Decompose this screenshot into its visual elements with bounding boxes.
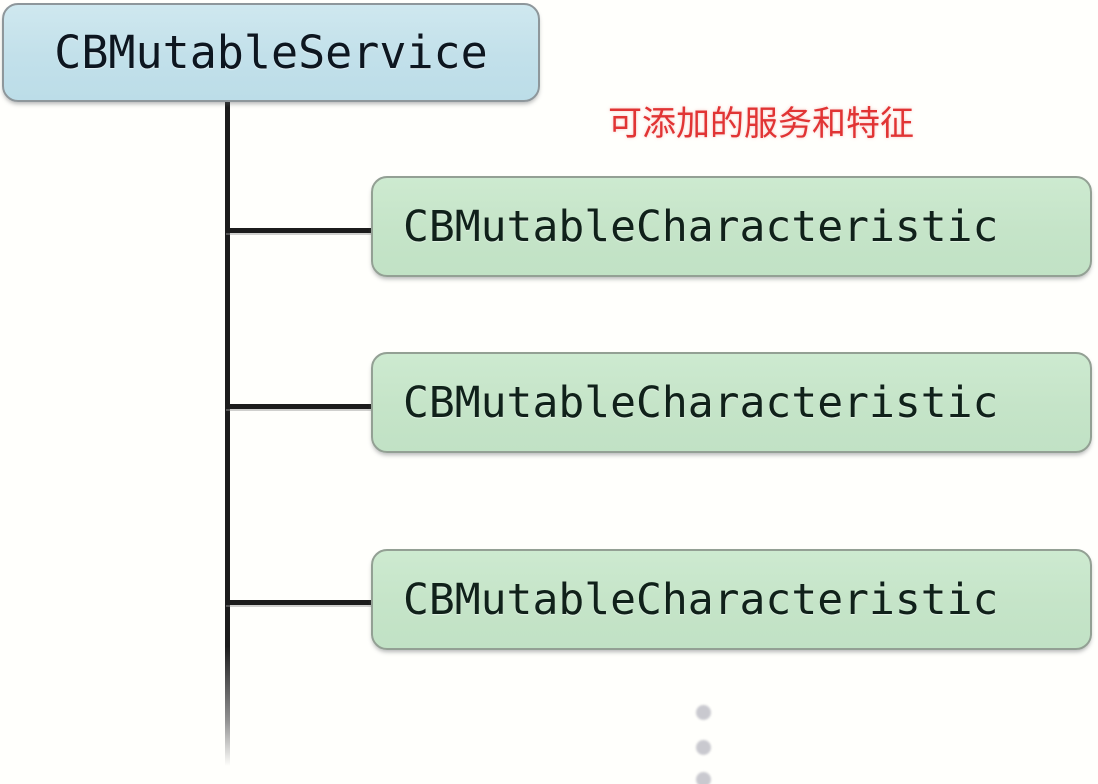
branch-connector-1 [226, 228, 374, 235]
node-cbmutableservice-label: CBMutableService [54, 26, 488, 79]
node-cbmutablecharacteristic-3-label: CBMutableCharacteristic [403, 574, 999, 625]
branch-connector-2 [226, 404, 374, 411]
ellipsis-dot-3 [696, 772, 711, 784]
node-cbmutablecharacteristic-2[interactable]: CBMutableCharacteristic [371, 352, 1092, 453]
branch-connector-3 [226, 600, 374, 607]
annotation-addable-services-and-characteristics: 可添加的服务和特征 [608, 104, 914, 144]
trunk-connector [225, 101, 230, 766]
node-cbmutablecharacteristic-3[interactable]: CBMutableCharacteristic [371, 549, 1092, 650]
ellipsis-dot-2 [696, 740, 711, 755]
node-cbmutablecharacteristic-1-label: CBMutableCharacteristic [403, 201, 999, 252]
node-cbmutablecharacteristic-2-label: CBMutableCharacteristic [403, 377, 999, 428]
node-cbmutableservice[interactable]: CBMutableService [2, 3, 540, 102]
node-cbmutablecharacteristic-1[interactable]: CBMutableCharacteristic [371, 176, 1092, 277]
ellipsis-dot-1 [696, 705, 711, 720]
